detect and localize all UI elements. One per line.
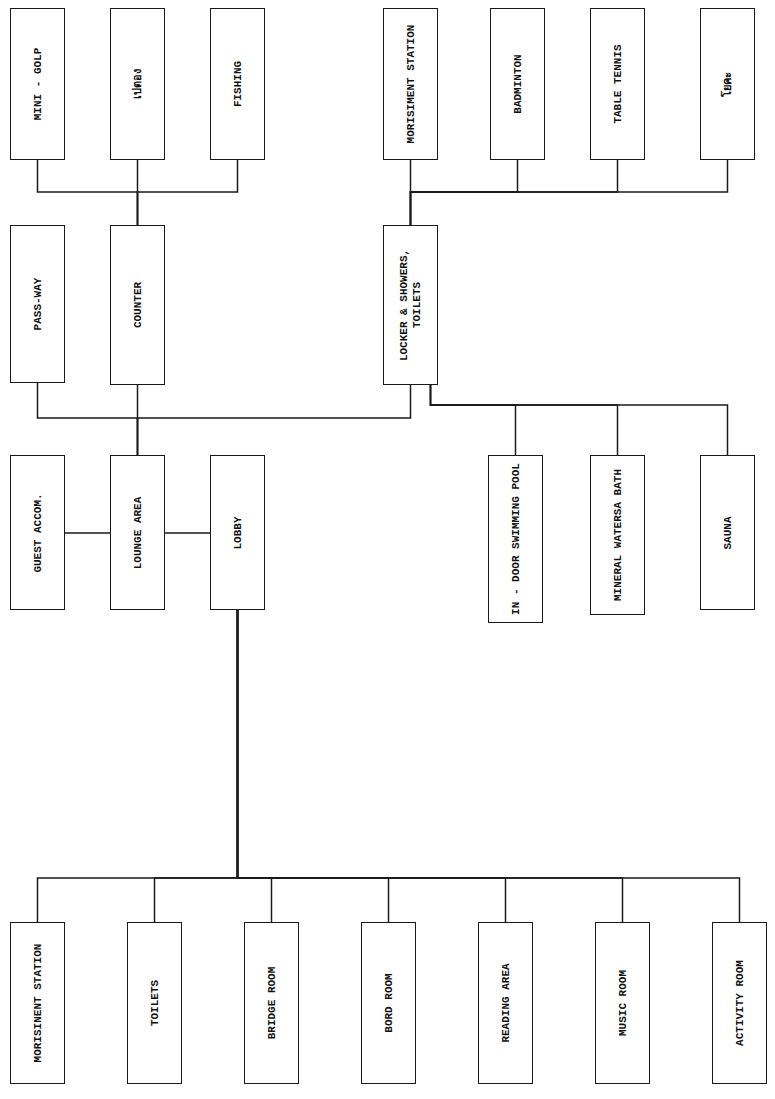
connector-line xyxy=(238,610,389,922)
room-box: BADMINTON xyxy=(490,8,545,160)
connector-line xyxy=(65,532,110,534)
connector-line xyxy=(431,385,728,455)
room-box: READING AREA xyxy=(478,922,533,1084)
room-box: MINERAL WATERSA BATH xyxy=(590,455,645,615)
box-label: MORISINENT STATION xyxy=(31,929,44,1077)
box-label: COUNTER xyxy=(131,232,144,378)
room-box: IN - DOOR SWIMMING POOL xyxy=(488,455,543,623)
box-label: MINI - GOLP xyxy=(31,15,44,153)
box-label: MINERAL WATERSA BATH xyxy=(611,462,624,608)
box-label: GUEST ACCOM. xyxy=(31,462,44,603)
connector-line xyxy=(38,383,138,455)
connector-line xyxy=(238,610,506,922)
room-box: GUEST ACCOM. xyxy=(10,455,65,610)
box-label: SAUNA xyxy=(721,462,734,603)
room-box: MORISINENT STATION xyxy=(10,922,65,1084)
room-box: เปตอง xyxy=(110,8,165,160)
connector-line xyxy=(411,160,728,225)
room-box: โยคะ xyxy=(700,8,755,160)
box-label: MUSIC ROOM xyxy=(616,929,629,1077)
room-box: MORISIMENT STATION xyxy=(383,8,438,160)
room-box: LOUNGE AREA xyxy=(110,455,165,610)
box-label: ACTIVITY ROOM xyxy=(733,929,746,1077)
box-label: TOILETS xyxy=(148,929,161,1077)
box-label: IN - DOOR SWIMMING POOL xyxy=(509,462,522,616)
connector-line xyxy=(238,610,623,922)
room-box: LOCKER & SHOWERS, TOILETS xyxy=(383,225,438,385)
box-label: เปตอง xyxy=(131,15,144,153)
connector-line xyxy=(138,160,238,225)
connector-line xyxy=(431,385,618,455)
room-box: COUNTER xyxy=(110,225,165,385)
connector-line xyxy=(431,385,516,455)
room-box: MINI - GOLP xyxy=(10,8,65,160)
room-box: MUSIC ROOM xyxy=(595,922,650,1084)
box-label: BORD ROOM xyxy=(382,929,395,1077)
box-label: LOBBY xyxy=(231,462,244,603)
box-label: TABLE TENNIS xyxy=(611,15,624,153)
connector-line xyxy=(38,610,238,922)
room-box: FISHING xyxy=(210,8,265,160)
room-box: BORD ROOM xyxy=(361,922,416,1084)
connector-line xyxy=(165,532,210,534)
room-box: SAUNA xyxy=(700,455,755,610)
room-box: TABLE TENNIS xyxy=(590,8,645,160)
box-label: LOCKER & SHOWERS, TOILETS xyxy=(398,232,424,378)
box-label: FISHING xyxy=(231,15,244,153)
box-label: READING AREA xyxy=(499,929,512,1077)
box-label: BRIDGE ROOM xyxy=(265,929,278,1077)
connector-line xyxy=(155,610,238,922)
connector-line xyxy=(38,160,138,225)
box-label: MORISIMENT STATION xyxy=(404,15,417,153)
room-box: LOBBY xyxy=(210,455,265,610)
box-label: BADMINTON xyxy=(511,15,524,153)
room-box: BRIDGE ROOM xyxy=(244,922,299,1084)
box-label: โยคะ xyxy=(721,15,734,153)
room-box: TOILETS xyxy=(127,922,182,1084)
box-label: PASS-WAY xyxy=(31,232,44,376)
room-box: PASS-WAY xyxy=(10,225,65,383)
connector-line xyxy=(238,610,272,922)
room-box: ACTIVITY ROOM xyxy=(712,922,767,1084)
box-label: LOUNGE AREA xyxy=(131,462,144,603)
connector-line xyxy=(138,385,411,455)
connector-line xyxy=(238,610,740,922)
